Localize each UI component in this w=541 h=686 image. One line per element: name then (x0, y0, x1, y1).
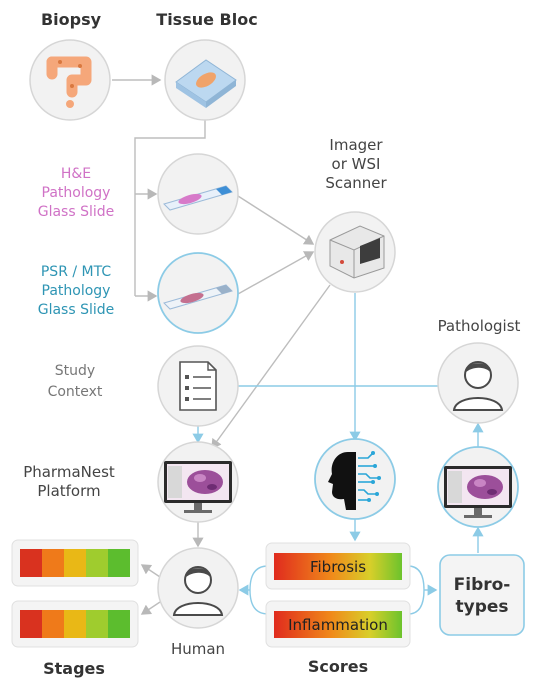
monitor-icon (157, 441, 239, 523)
he-label-line3: Glass Slide (37, 204, 115, 220)
psr-glass-slide-icon (157, 252, 239, 334)
psr-slide-label: PSR / MTC Pathology Glass Slide (20, 263, 132, 320)
fibrosis-score-bar: Fibrosis (265, 542, 411, 590)
human-label: Human (170, 640, 226, 658)
person-icon-pathologist (437, 342, 519, 424)
ai-head-circuit-icon (314, 438, 396, 520)
scores-to-human-arrow (249, 565, 269, 615)
fibrotypes-label-line2: types (455, 597, 508, 617)
fibrosis-label: Fibrosis (310, 558, 366, 576)
fibrotypes-box: Fibro- types (439, 554, 525, 636)
scores-label: Scores (307, 657, 369, 676)
human-to-stages-arrow-2 (140, 601, 161, 615)
tissue-bloc-label: Tissue Bloc (156, 10, 258, 29)
fibrotypes-label-line1: Fibro- (454, 575, 511, 595)
study-context-line2: Context (47, 384, 103, 400)
pharmanest-line2: Platform (37, 482, 101, 500)
psr-to-scanner-arrow (237, 251, 315, 295)
tissue-bloc-icon (164, 39, 246, 121)
imager-label-line1: Imager (329, 136, 383, 154)
stage-scale-1 (11, 539, 139, 587)
he-slide-label: H&E Pathology Glass Slide (20, 165, 132, 222)
inflammation-label: Inflammation (288, 616, 388, 634)
he-label-line1: H&E (60, 166, 92, 182)
pharmanest-line1: PharmaNest (23, 463, 115, 481)
study-context-label: Study Context (30, 361, 120, 403)
psr-label-line1: PSR / MTC (40, 264, 112, 280)
psr-label-line2: Pathology (41, 283, 111, 299)
he-label-line2: Pathology (41, 185, 111, 201)
monitor-icon-review (437, 446, 519, 528)
he-to-scanner-arrow (237, 195, 315, 245)
imager-label-line2: or WSI (331, 155, 381, 173)
imager-label-line3: Scanner (325, 174, 387, 192)
human-to-stages-arrow-1 (140, 564, 161, 578)
biopsy-label: Biopsy (40, 10, 102, 29)
wsi-scanner-icon (314, 211, 396, 293)
he-glass-slide-icon (157, 153, 239, 235)
imager-label: Imager or WSI Scanner (306, 136, 406, 193)
inflammation-score-bar: Inflammation (265, 600, 411, 648)
pathologist-label: Pathologist (437, 317, 521, 335)
stage-scale-2 (11, 600, 139, 648)
study-context-line1: Study (54, 363, 96, 379)
scanner-to-platform-arrow (211, 284, 331, 450)
psr-label-line3: Glass Slide (37, 302, 115, 318)
pharmanest-label: PharmaNest Platform (8, 463, 130, 501)
connectors (112, 74, 484, 615)
stages-label: Stages (43, 659, 105, 678)
liver-biopsy-icon (29, 39, 111, 121)
person-icon-human (157, 547, 239, 629)
document-checklist-icon (157, 345, 239, 427)
tissue-to-slides-connector (134, 118, 206, 296)
